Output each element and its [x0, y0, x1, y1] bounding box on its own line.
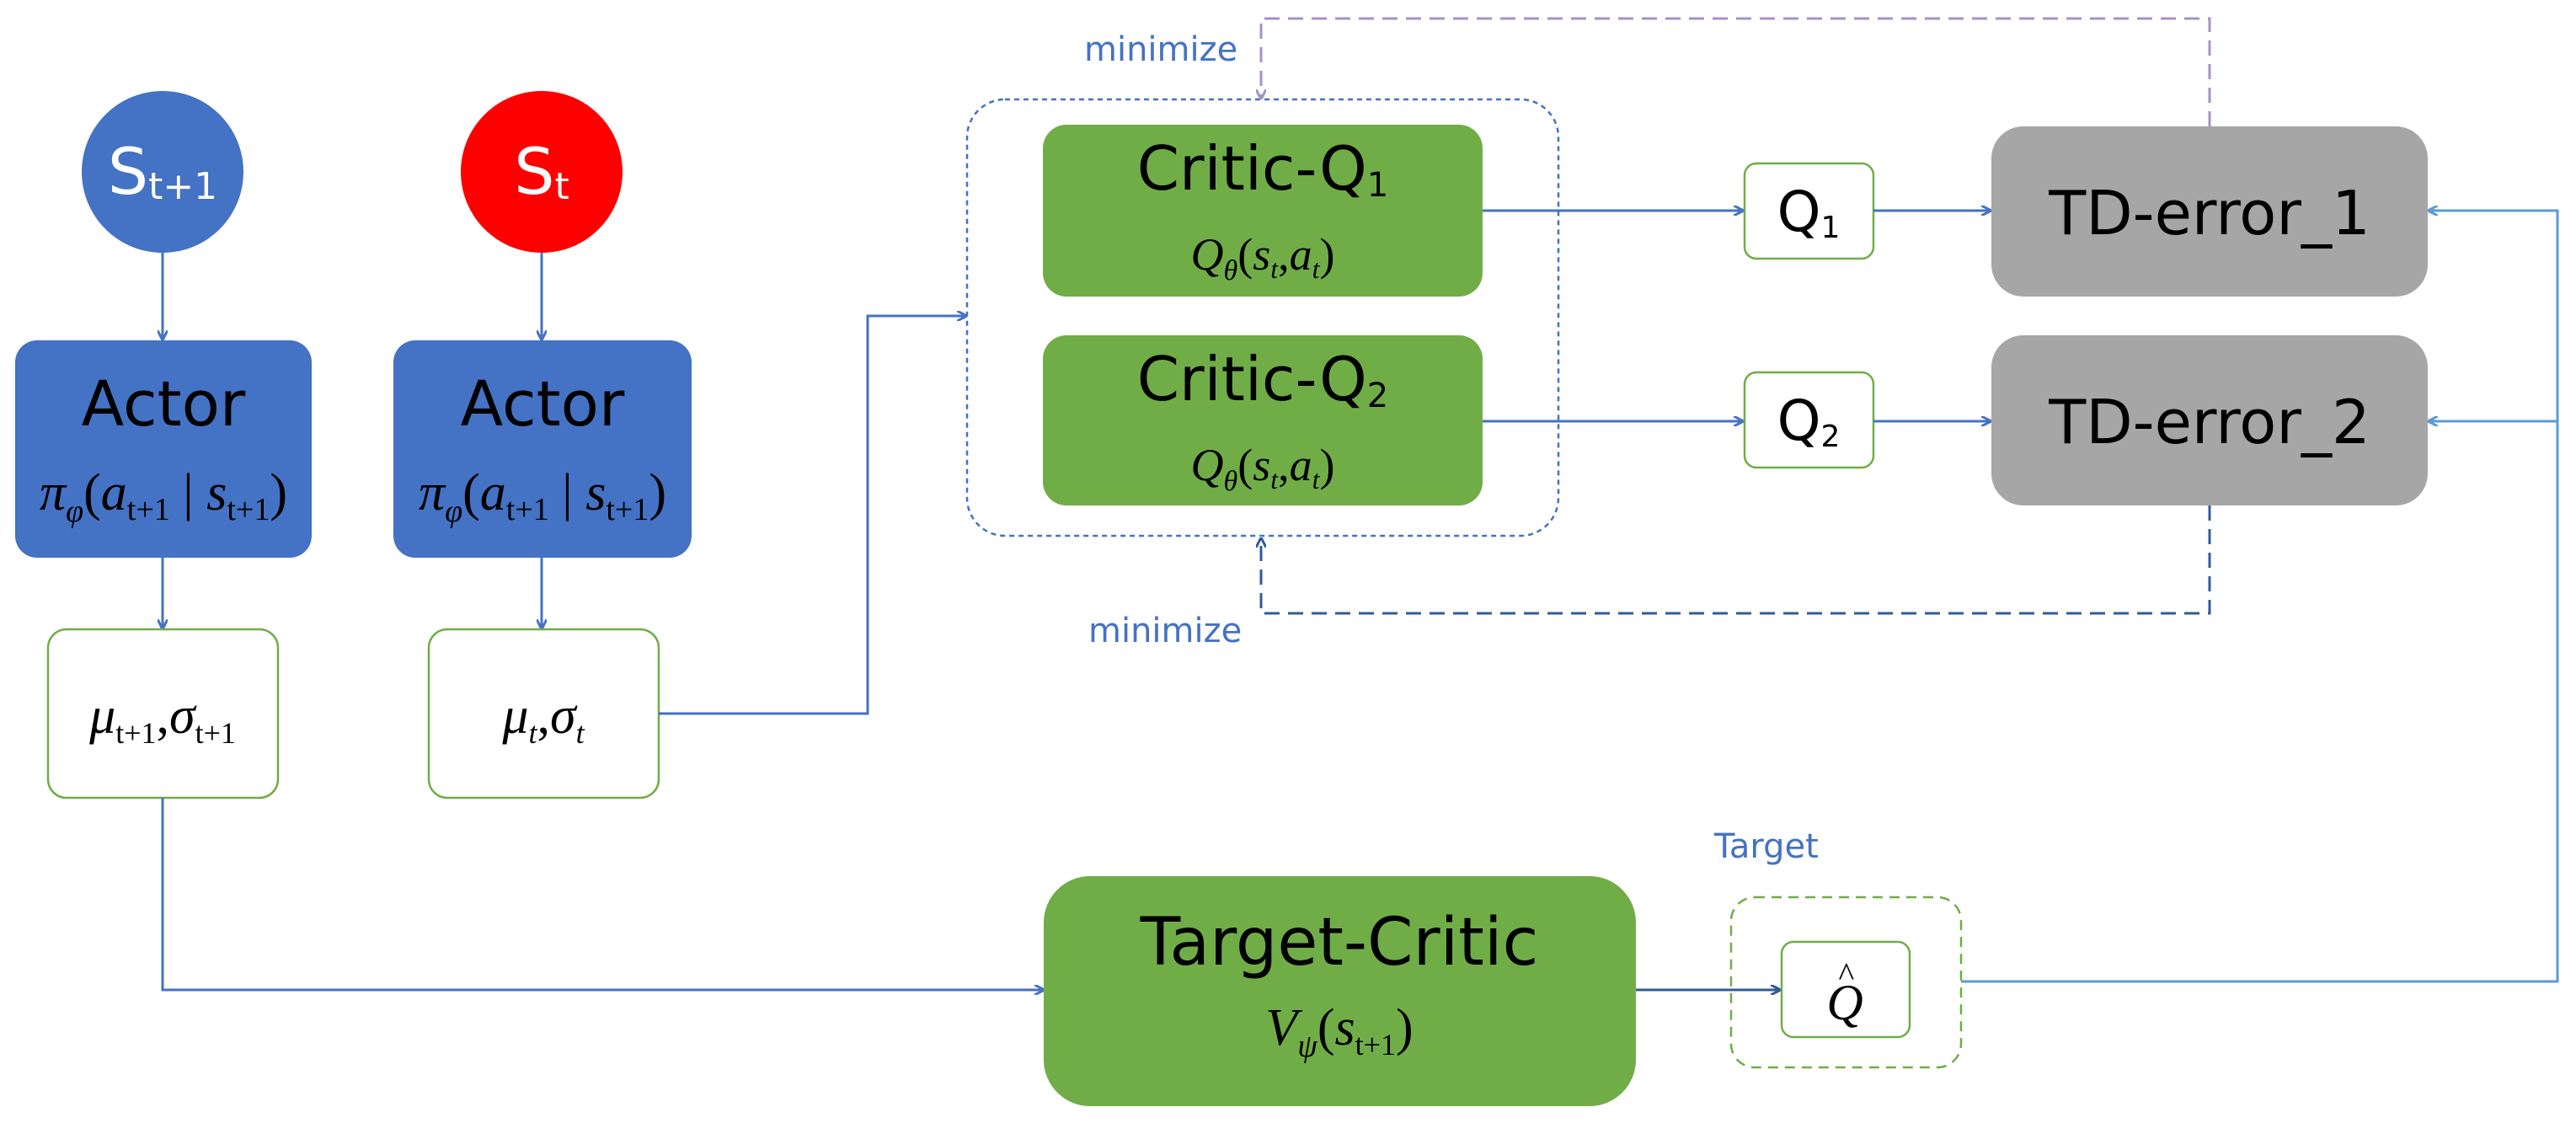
- svg-text:St: St: [514, 134, 569, 209]
- td-error-2: TD-error_2: [1991, 335, 2428, 505]
- arrow-output-to-target-critic: [161, 798, 1043, 990]
- target-label: Target: [1713, 827, 1819, 866]
- svg-text:Qθ(st,at): Qθ(st,at): [1191, 229, 1335, 286]
- q2-box: Q2: [1743, 371, 1875, 469]
- actor-right: Actor πφ(at+1 | st+1): [393, 340, 692, 558]
- minimize-top-label: minimize: [1084, 30, 1237, 69]
- arrow-qhat-to-td-errors: [1961, 211, 2559, 983]
- actor-right-title: Actor: [461, 368, 625, 441]
- target-critic: Target-Critic Vψ(st+1): [1044, 876, 1636, 1106]
- arrow-output-to-critics: [659, 316, 965, 715]
- svg-text:St+1: St+1: [108, 134, 217, 209]
- critic-q1: Critic-Q1 Qθ(st,at): [1043, 125, 1483, 297]
- output-left-box: μt+1,σt+1: [46, 628, 280, 799]
- critic-q2: Critic-Q2 Qθ(st,at): [1043, 335, 1483, 505]
- minimize-bottom-feedback: [1261, 505, 2211, 615]
- svg-text:^: ^: [1838, 955, 1855, 993]
- svg-text:Critic-Q1: Critic-Q1: [1137, 133, 1388, 205]
- svg-text:Q2: Q2: [1777, 388, 1841, 454]
- minimize-top-feedback: [1261, 17, 2211, 126]
- q-hat-box: ^ Q: [1780, 940, 1911, 1039]
- target-group-border: [1729, 896, 1963, 1069]
- svg-text:Vψ(st+1): Vψ(st+1): [1265, 999, 1413, 1064]
- svg-text:μt,σt: μt,σt: [501, 687, 585, 750]
- state-s-next: St+1: [82, 91, 243, 253]
- critic-group-border: [965, 98, 1560, 537]
- actor-left: Actor πφ(at+1 | st+1): [15, 340, 312, 558]
- minimize-bottom-label: minimize: [1088, 612, 1242, 650]
- svg-text:πφ(at+1 | st+1): πφ(at+1 | st+1): [419, 464, 666, 529]
- q1-box: Q1: [1743, 162, 1875, 260]
- state-s-t: St: [461, 91, 623, 253]
- svg-text:Target-Critic: Target-Critic: [1140, 905, 1539, 981]
- svg-text:TD-error_1: TD-error_1: [2048, 178, 2370, 249]
- svg-text:Qθ(st,at): Qθ(st,at): [1191, 440, 1335, 497]
- svg-text:Q1: Q1: [1777, 179, 1841, 245]
- svg-text:Critic-Q2: Critic-Q2: [1137, 344, 1388, 415]
- td-error-1: TD-error_1: [1991, 126, 2428, 297]
- svg-text:μt+1,σt+1: μt+1,σt+1: [88, 687, 236, 750]
- output-right-box: μt,σt: [427, 628, 660, 799]
- svg-text:πφ(at+1 | st+1): πφ(at+1 | st+1): [40, 464, 287, 529]
- svg-text:TD-error_2: TD-error_2: [2048, 387, 2370, 457]
- actor-left-title: Actor: [82, 368, 246, 441]
- svg-text:Q: Q: [1826, 975, 1863, 1030]
